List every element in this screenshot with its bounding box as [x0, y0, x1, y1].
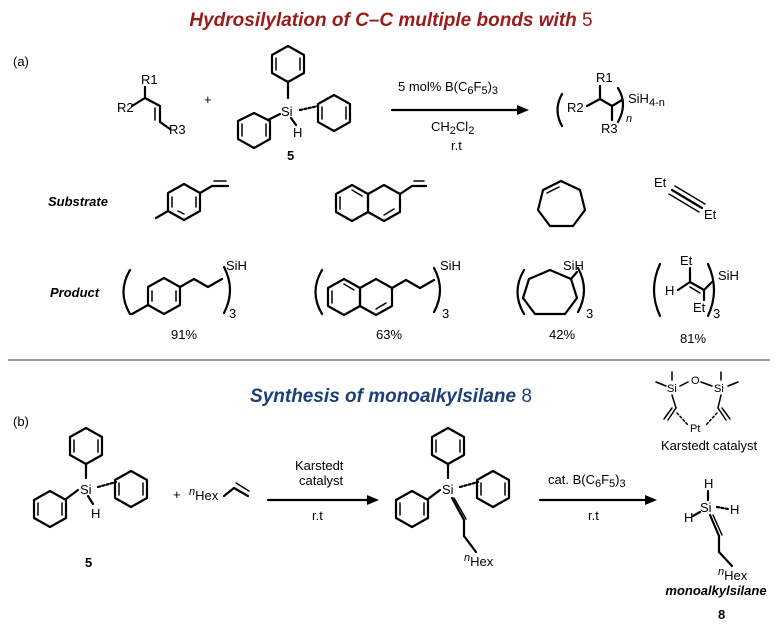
karstedt-si-right: Si — [714, 383, 724, 395]
si-label-a: Si — [281, 104, 293, 119]
karstedt-label: Karstedt catalyst — [661, 438, 757, 453]
temperature-b2: r.t — [588, 508, 599, 523]
substrate-cycloheptene — [536, 179, 587, 228]
prod-sih-label: SiH4-n — [628, 91, 665, 109]
title-b: Synthesis of monoalkylsilane 8 — [250, 386, 532, 407]
alkene-tail — [222, 482, 250, 498]
intermediate-alkylsilane: Si nHex — [394, 426, 511, 569]
product-3-subscript: 3 — [586, 306, 593, 321]
prod-r1-label: R1 — [596, 70, 613, 85]
product-4-sih: SiH — [718, 268, 739, 283]
product-1: SiH 3 91% — [122, 258, 247, 342]
arrow-head-b2 — [645, 495, 657, 505]
substrate-4-methylstyrene — [154, 180, 230, 222]
hexyl-alkene: nHex — [189, 486, 219, 503]
product-4-subscript: 3 — [713, 306, 720, 321]
karstedt-condition-2: catalyst — [299, 473, 343, 488]
et-left-label: Et — [654, 175, 667, 190]
prod-r2-label: R2 — [567, 100, 584, 115]
silane-5-b: Si H 5 — [32, 426, 149, 570]
product-4-h: H — [665, 283, 674, 298]
karstedt-catalyst: Si O Si Pt Karstedt catalyst — [655, 371, 757, 453]
product-4: H Et Et SiH 3 81% — [652, 253, 739, 346]
plus-a: + — [204, 92, 212, 107]
product-1-subscript: 3 — [229, 306, 236, 321]
product-4-et-top: Et — [680, 253, 693, 268]
silane-5-a: Si H 5 — [236, 44, 352, 163]
hexyl-intermediate: nHex — [464, 552, 494, 569]
prod-r3-label: R3 — [601, 121, 618, 136]
plus-b: + — [173, 487, 181, 502]
monoalkylsilane-label: monoalkylsilane — [665, 583, 766, 598]
karstedt-pt: Pt — [690, 423, 700, 435]
karstedt-si-left: Si — [667, 383, 677, 395]
product-2-sih: SiH — [440, 258, 461, 273]
compound-8: 8 — [718, 607, 725, 622]
product-2: SiH 3 63% — [314, 258, 461, 342]
yield-2: 63% — [376, 327, 402, 342]
temperature-b1: r.t — [312, 508, 323, 523]
r2-label: R2 — [117, 100, 134, 115]
prod-n-label: n — [626, 113, 632, 125]
label-a: (a) — [13, 54, 29, 69]
yield-4: 81% — [680, 331, 706, 346]
arrow-head-a — [517, 105, 529, 115]
catalyst-condition-a: 5 mol% B(C6F5)3 — [398, 79, 498, 97]
substrate-row-label: Substrate — [48, 194, 108, 209]
h-label-a: H — [293, 125, 302, 140]
substrate-2-vinylnaphthalene — [334, 180, 428, 223]
h-top-8: H — [704, 476, 713, 491]
si-label-b1: Si — [80, 482, 92, 497]
karstedt-condition-1: Karstedt — [295, 458, 344, 473]
product-1-sih: SiH — [226, 258, 247, 273]
monoalkylsilane-8: H Si H H nHex monoalkylsilane 8 — [665, 476, 766, 622]
si-label-8: Si — [700, 500, 712, 515]
product-3-sih: SiH — [563, 258, 584, 273]
r1-label: R1 — [141, 72, 158, 87]
general-product: R2 R1 R3 n SiH4-n — [556, 70, 665, 136]
alkene-reactant: R1 R2 R3 — [117, 72, 186, 137]
yield-3: 42% — [549, 327, 575, 342]
product-2-subscript: 3 — [442, 306, 449, 321]
product-row-label: Product — [50, 285, 100, 300]
karstedt-o: O — [691, 375, 700, 387]
substrate-3-hexyne: Et Et — [654, 175, 717, 222]
yield-1: 91% — [171, 327, 197, 342]
et-right-label: Et — [704, 207, 717, 222]
arrow-head-b1 — [367, 495, 379, 505]
compound-5-a: 5 — [287, 148, 294, 163]
h-label-b1: H — [91, 506, 100, 521]
label-b: (b) — [13, 414, 29, 429]
product-4-et-bottom: Et — [693, 300, 706, 315]
borane-condition: cat. B(C6F5)3 — [548, 472, 626, 490]
title-a: Hydrosilylation of C–C multiple bonds wi… — [189, 10, 592, 31]
solvent-condition-a: CH2Cl2 — [431, 119, 474, 137]
si-label-b2: Si — [442, 482, 454, 497]
temperature-a: r.t — [451, 138, 462, 153]
h-right-8: H — [730, 502, 739, 517]
h-left-8: H — [684, 510, 693, 525]
product-3: SiH 3 42% — [516, 258, 593, 342]
compound-5-b: 5 — [85, 555, 92, 570]
r3-label: R3 — [169, 122, 186, 137]
hexyl-8: nHex — [718, 566, 748, 583]
